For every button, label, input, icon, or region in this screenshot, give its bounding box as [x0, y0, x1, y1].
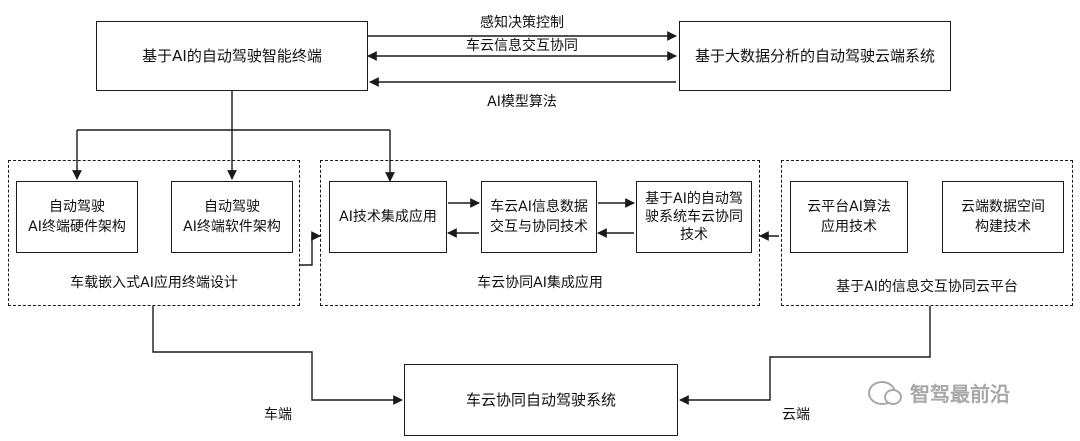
vehicle-cloud-collab-box: 基于AI的自动驾 驶系统车云协同 技术	[636, 181, 752, 253]
hardware-line-2: AI终端硬件架构	[28, 219, 126, 235]
software-line-1: 自动驾驶	[204, 199, 260, 215]
ai-integration-box: AI技术集成应用	[329, 181, 447, 253]
edge-label-interaction: 车云信息交互协同	[466, 38, 578, 54]
software-line-2: AI终端软件架构	[183, 219, 281, 235]
software-architecture-box: 自动驾驶 AI终端软件架构	[171, 181, 293, 253]
intelligent-terminal-label: 基于AI的自动驾驶智能终端	[142, 47, 322, 65]
cloud-ai-algorithm-box: 云平台AI算法 应用技术	[790, 181, 908, 253]
cloud-algo-line-2: 应用技术	[821, 219, 877, 235]
group-integration-caption: 车云协同AI集成应用	[477, 275, 603, 291]
collab-line-2: 驶系统车云协同	[645, 209, 743, 225]
label-cloud-end: 云端	[782, 407, 810, 423]
intelligent-terminal-box: 基于AI的自动驾驶智能终端	[96, 21, 368, 91]
cloud-system-label: 基于大数据分析的自动驾驶云端系统	[694, 47, 935, 65]
watermark-text: 智驾最前沿	[910, 382, 1010, 406]
vehicle-cloud-system-box: 车云协同自动驾驶系统	[404, 364, 678, 436]
group-vehicle-cloud-integration	[320, 160, 760, 306]
collab-line-3: 技术	[680, 227, 708, 243]
hardware-architecture-box: 自动驾驶 AI终端硬件架构	[16, 181, 138, 253]
edge-label-ai-model: AI模型算法	[487, 94, 557, 110]
data-exchange-line-2: 交互与协同技术	[490, 219, 588, 235]
cloud-data-space-box: 云端数据空间 构建技术	[942, 181, 1064, 253]
cloud-data-line-1: 云端数据空间	[961, 199, 1045, 215]
arrow-vehicle-end	[152, 306, 403, 405]
arrow-left-group-to-middle	[300, 231, 321, 266]
group-onboard-caption: 车载嵌入式AI应用终端设计	[70, 275, 238, 291]
data-exchange-line-1: 车云AI信息数据	[490, 199, 588, 215]
group-cloud-platform	[781, 160, 1073, 306]
hardware-line-1: 自动驾驶	[49, 199, 105, 215]
edge-label-perception: 感知决策控制	[480, 15, 564, 31]
ai-integration-line-1: AI技术集成应用	[339, 209, 437, 225]
collab-line-1: 基于AI的自动驾	[645, 191, 743, 207]
wechat-icon	[868, 380, 902, 405]
group-cloud-caption: 基于AI的信息交互协同云平台	[836, 279, 1018, 295]
vehicle-cloud-system-label: 车云协同自动驾驶系统	[465, 391, 616, 409]
cloud-system-box: 基于大数据分析的自动驾驶云端系统	[679, 21, 951, 91]
cloud-algo-line-1: 云平台AI算法	[807, 199, 891, 215]
data-exchange-box: 车云AI信息数据 交互与协同技术	[481, 181, 597, 253]
watermark: 智驾最前沿	[868, 378, 1010, 407]
arrow-cloud-end	[679, 306, 931, 405]
group-onboard-terminal	[8, 160, 300, 306]
cloud-data-line-2: 构建技术	[975, 219, 1031, 235]
label-vehicle-end: 车端	[264, 407, 292, 423]
